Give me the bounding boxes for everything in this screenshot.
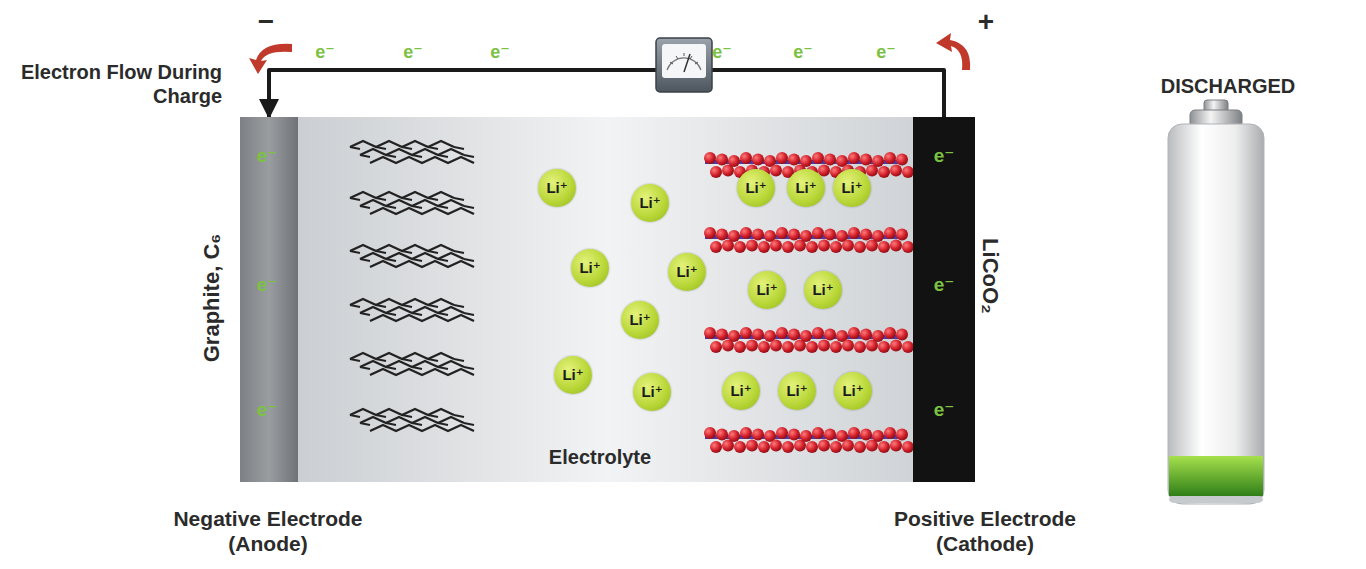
lithium-ion: Li⁺ bbox=[804, 271, 842, 309]
flow-caption: Electron Flow During Charge bbox=[10, 60, 222, 108]
lithium-ion: Li⁺ bbox=[621, 301, 659, 339]
terminal-sign: + bbox=[978, 5, 994, 39]
ion-label: Li⁺ bbox=[639, 194, 660, 211]
lithium-ion: Li⁺ bbox=[554, 356, 592, 394]
ion-label: Li⁺ bbox=[756, 281, 777, 298]
ion-label: Li⁺ bbox=[841, 179, 862, 196]
ion-label: Li⁺ bbox=[730, 382, 751, 399]
lithium-ion: Li⁺ bbox=[748, 271, 786, 309]
electron-symbol: e⁻ bbox=[934, 145, 955, 167]
lithium-ion: Li⁺ bbox=[633, 373, 671, 411]
electron-symbol: e⁻ bbox=[876, 42, 896, 64]
lithium-ion: Li⁺ bbox=[571, 249, 609, 287]
ion-label: Li⁺ bbox=[676, 263, 697, 280]
ion-label: Li⁺ bbox=[641, 383, 662, 400]
electron-symbol: e⁻ bbox=[315, 42, 335, 64]
charge-direction-arrow bbox=[249, 33, 970, 74]
ion-label: Li⁺ bbox=[579, 259, 600, 276]
ion-label: Li⁺ bbox=[629, 311, 650, 328]
ion-label: Li⁺ bbox=[795, 179, 816, 196]
electron-symbol: e⁻ bbox=[257, 399, 278, 421]
state-label: DISCHARGED bbox=[1161, 74, 1295, 98]
positive-electrode: e⁻ e⁻ e⁻ bbox=[913, 117, 975, 482]
electron-symbol: e⁻ bbox=[257, 274, 278, 296]
cathode-material: LiCoO₂ bbox=[977, 238, 1003, 314]
electron-symbol: e⁻ bbox=[793, 42, 813, 64]
lithium-ion: Li⁺ bbox=[722, 372, 760, 410]
ion-label: Li⁺ bbox=[745, 179, 766, 196]
lithium-ion: Li⁺ bbox=[778, 372, 816, 410]
electrode-name: Positive Electrode (Cathode) bbox=[870, 506, 1100, 556]
electron-symbol: e⁻ bbox=[934, 274, 955, 296]
battery-cell: e⁻ e⁻ e⁻ e⁻ e⁻ e⁻ Li⁺ Li⁺ Li⁺ Li⁺ Li⁺ Li⁺ Li⁺ Li⁺ Li⁺ L… bbox=[240, 117, 975, 482]
battery-icon bbox=[1168, 100, 1264, 504]
lithium-ion: Li⁺ bbox=[538, 169, 576, 207]
electron-symbol: e⁻ bbox=[403, 42, 423, 64]
graphite-layers bbox=[350, 141, 474, 431]
lithium-ion: Li⁺ bbox=[668, 253, 706, 291]
terminal-sign: − bbox=[258, 5, 274, 39]
ion-label: Li⁺ bbox=[546, 179, 567, 196]
ion-label: Li⁺ bbox=[786, 382, 807, 399]
anode-material: Graphite, C₆ bbox=[199, 234, 225, 363]
electron-symbol: e⁻ bbox=[257, 145, 278, 167]
ammeter-gauge bbox=[656, 38, 712, 92]
region-label: Electrolyte bbox=[549, 446, 651, 469]
electron-symbol: e⁻ bbox=[934, 399, 955, 421]
ion-label: Li⁺ bbox=[842, 382, 863, 399]
negative-electrode: e⁻ e⁻ e⁻ bbox=[240, 117, 298, 482]
ion-label: Li⁺ bbox=[812, 281, 833, 298]
electron-symbol: e⁻ bbox=[712, 42, 732, 64]
lithium-ion: Li⁺ bbox=[631, 184, 669, 222]
lithium-ion: Li⁺ bbox=[787, 169, 825, 207]
ion-label: Li⁺ bbox=[562, 366, 583, 383]
electron-symbol: e⁻ bbox=[490, 42, 510, 64]
licoo2-layers bbox=[704, 152, 914, 453]
cell-background bbox=[240, 117, 975, 482]
external-circuit-wire bbox=[269, 70, 944, 117]
electrode-name: Negative Electrode (Anode) bbox=[153, 506, 383, 556]
lithium-ion: Li⁺ bbox=[834, 372, 872, 410]
lithium-ion: Li⁺ bbox=[833, 169, 871, 207]
lithium-ion: Li⁺ bbox=[737, 169, 775, 207]
